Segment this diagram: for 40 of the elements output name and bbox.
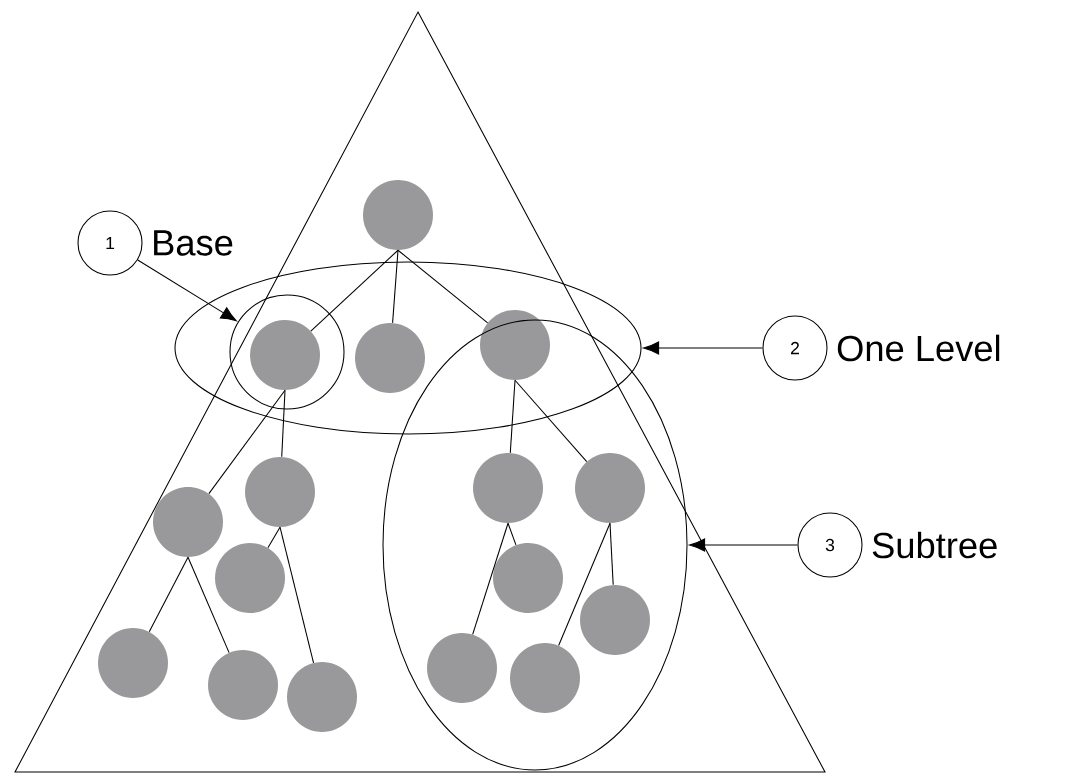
tree-node-circle bbox=[250, 320, 320, 390]
tree-branch bbox=[472, 522, 509, 635]
tree-node-circle bbox=[245, 457, 315, 527]
callout-label: Base bbox=[154, 230, 233, 256]
leader-arrow bbox=[643, 341, 763, 355]
tree-node-circle bbox=[480, 310, 550, 380]
tree-node-circle bbox=[153, 487, 223, 557]
tree-branch bbox=[208, 389, 286, 495]
tree-node-circle bbox=[355, 323, 425, 393]
tree-branch bbox=[509, 379, 516, 454]
tree-branch bbox=[392, 249, 399, 324]
tree-node-circle bbox=[427, 633, 497, 703]
tree-node-circle bbox=[98, 628, 168, 698]
tree-branch bbox=[187, 556, 230, 654]
tree-node-circle bbox=[493, 543, 563, 613]
tree-branch bbox=[514, 379, 588, 463]
tree-branch bbox=[397, 249, 489, 324]
tree-node-circle bbox=[215, 543, 285, 613]
tree-node-circle bbox=[208, 650, 278, 720]
leader-arrow bbox=[137, 259, 237, 322]
tree-branch bbox=[148, 556, 189, 633]
callout-label: One Level bbox=[837, 334, 1000, 362]
tree-branch bbox=[609, 522, 614, 586]
tree-node-circle bbox=[363, 180, 433, 250]
tree-branch bbox=[279, 526, 315, 664]
tree-node-circle bbox=[287, 662, 357, 732]
tree-node-circle bbox=[473, 453, 543, 523]
grouping-circle bbox=[229, 294, 345, 410]
grouping-ellipse bbox=[382, 319, 688, 771]
callout-label: Subtree bbox=[872, 531, 997, 559]
tree-branch bbox=[310, 249, 399, 332]
tree-node-circle bbox=[575, 453, 645, 523]
tree-branch bbox=[267, 526, 281, 549]
tree-node-circle bbox=[510, 643, 580, 713]
tree-branch bbox=[281, 389, 286, 458]
leader-arrow bbox=[689, 538, 798, 552]
grouping-ellipse bbox=[174, 261, 642, 435]
tree-branch bbox=[507, 522, 517, 546]
tree-node-circle bbox=[580, 585, 650, 655]
tree-branch bbox=[558, 522, 611, 647]
